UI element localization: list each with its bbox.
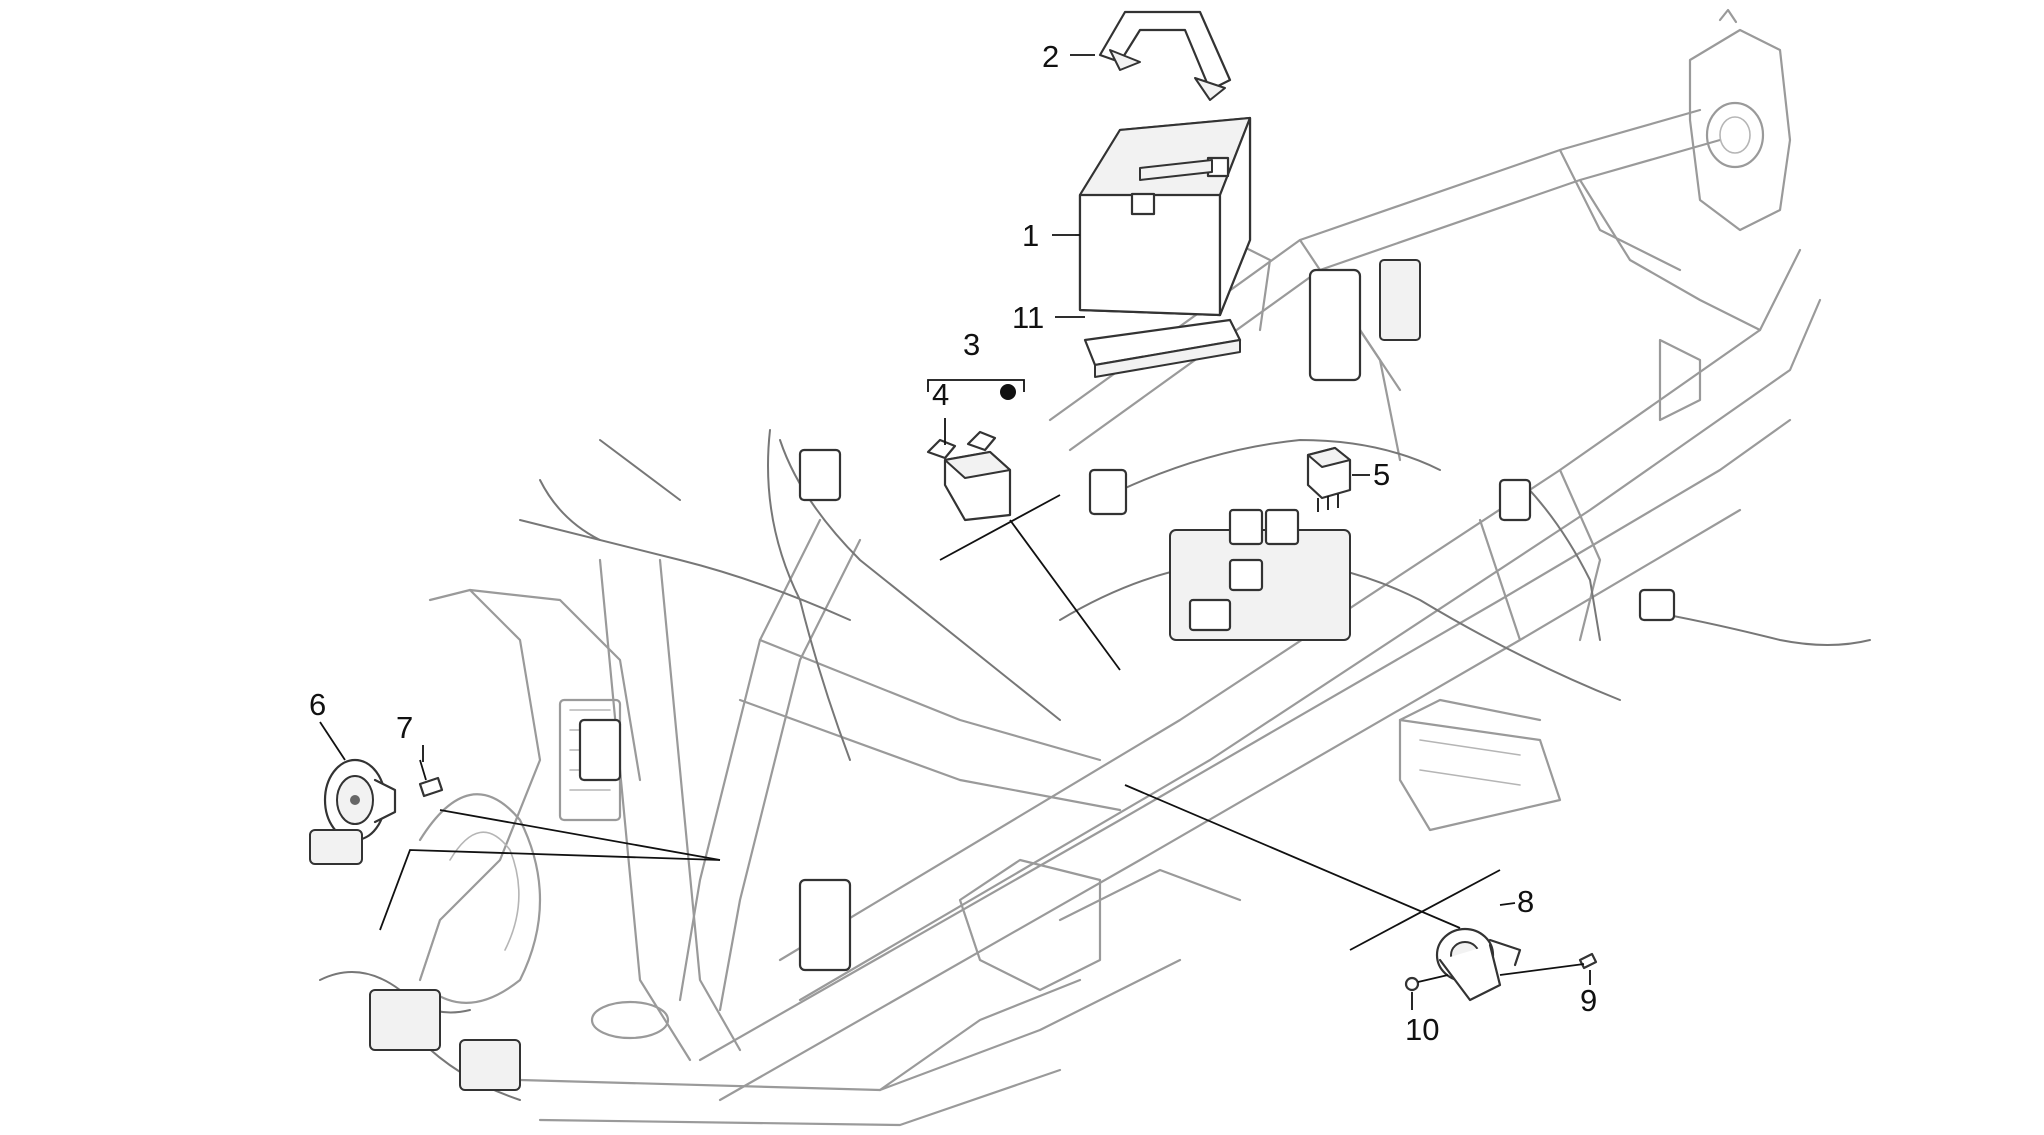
callout-10: 10 [1405,1012,1439,1047]
callout-11: 11 [1012,300,1044,335]
battery [1078,116,1252,317]
wiring-harness [319,259,1871,1101]
relay-fuse-assembly [926,379,1025,522]
battery-pad [1083,318,1242,378]
callout-8: 8 [1517,884,1534,919]
buzzer [1435,927,1522,1002]
callout-7: 7 [396,710,413,745]
callout-leaders [319,54,1591,1010]
callout-labels: 1 2 3 4 5 6 7 8 9 10 11 [309,39,1597,1047]
callout-5: 5 [1373,457,1390,492]
horn [309,758,397,865]
callout-4: 4 [932,377,949,412]
horn-screw [418,759,444,798]
callout-3: 3 [963,327,980,362]
relay [1306,446,1352,512]
buzzer-nut [1404,974,1449,992]
callout-2: 2 [1042,39,1059,74]
position-lines [379,494,1501,951]
buzzer-screw [1499,952,1598,976]
battery-strap [1098,10,1232,101]
callout-1: 1 [1022,218,1039,253]
callout-6: 6 [309,687,326,722]
callout-9: 9 [1580,983,1597,1018]
